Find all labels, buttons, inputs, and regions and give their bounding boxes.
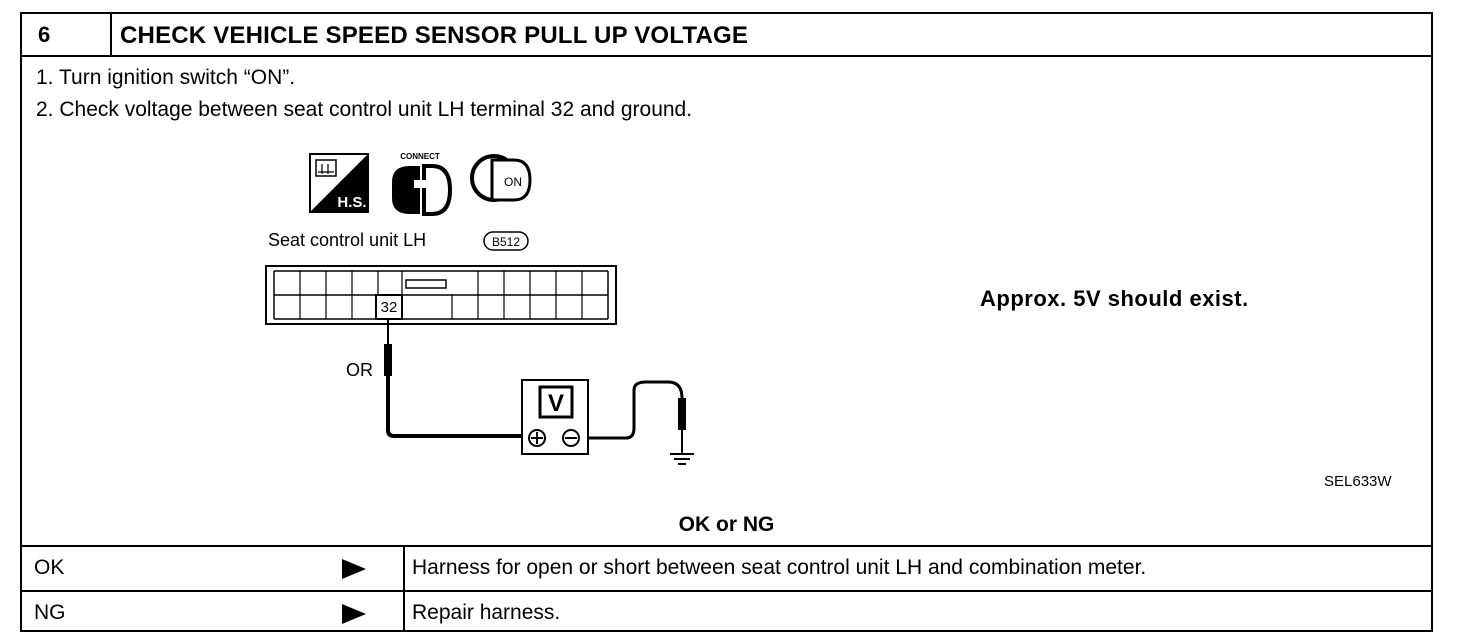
step-title: CHECK VEHICLE SPEED SENSOR PULL UP VOLTA… (120, 22, 749, 49)
harness-sensor-icon: H.S. (309, 153, 369, 213)
ground-lead (588, 380, 686, 454)
header-divider (110, 14, 112, 55)
ok-or-ng-question: OK or NG (678, 513, 775, 536)
connect-icon-text: CONNECT (400, 152, 440, 161)
figure-id: SEL633W (1324, 473, 1392, 490)
expected-result-note: Approx. 5V should exist. (980, 286, 1249, 311)
result-divider (403, 592, 405, 632)
connect-icon: CONNECT (392, 152, 453, 216)
hs-icon-text: H.S. (337, 194, 366, 211)
procedure-step-table: 6 CHECK VEHICLE SPEED SENSOR PULL UP VOL… (20, 12, 1433, 632)
ground-symbol (670, 453, 694, 465)
wire-color-label: OR (346, 360, 373, 380)
result-action-ok: Harness for open or short between seat c… (412, 556, 1147, 579)
result-label-ok: OK (34, 556, 65, 579)
instruction-1: 1. Turn ignition switch “ON”. (36, 66, 296, 89)
result-row-ng: NG Repair harness. (22, 590, 1431, 632)
wiring-diagram: H.S. CONNECT ON Seat control unit LH B51… (265, 152, 694, 465)
terminal-number: 32 (381, 299, 398, 316)
ignition-key-on-icon: ON (470, 154, 532, 202)
voltmeter-symbol: V (548, 390, 564, 417)
result-label-ng: NG (34, 601, 66, 624)
arrow-right-icon (342, 559, 366, 579)
instruction-2: 2. Check voltage between seat control un… (36, 98, 693, 121)
connector-code-badge: B512 (483, 231, 529, 251)
arrow-right-icon (342, 604, 366, 624)
key-icon-text: ON (504, 175, 522, 189)
result-row-ok: OK Harness for open or short between sea… (22, 545, 1431, 590)
connector-code: B512 (492, 235, 520, 249)
voltmeter: V (521, 379, 589, 455)
result-action-ng: Repair harness. (412, 601, 561, 624)
connector-label: Seat control unit LH (268, 230, 426, 250)
probe-wire (384, 319, 522, 438)
seat-control-unit-connector (265, 265, 617, 325)
step-number: 6 (38, 22, 51, 47)
step-header: 6 CHECK VEHICLE SPEED SENSOR PULL UP VOL… (22, 14, 1431, 57)
result-divider (403, 547, 405, 590)
